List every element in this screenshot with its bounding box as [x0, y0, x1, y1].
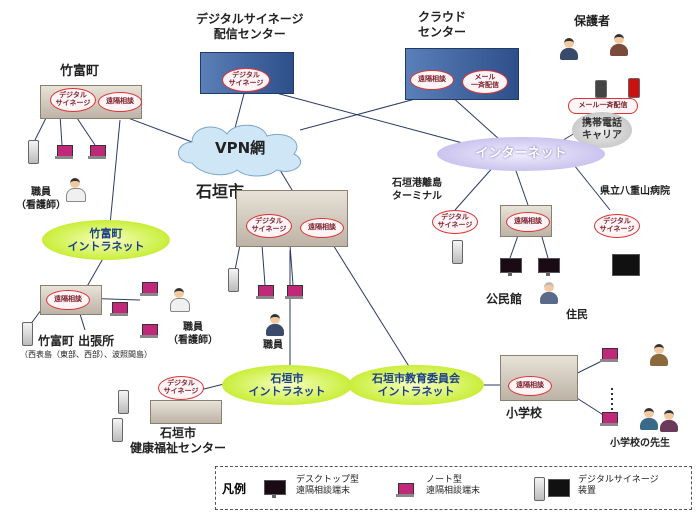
legend-title: 凡例 [222, 482, 247, 496]
taketomi-label: 竹富町 [60, 64, 100, 79]
line-taketomi-intranet [109, 119, 121, 226]
taketomi-branch-sub-label: （西表島（東部、西部）、波照間島） [20, 350, 152, 359]
line-ishigaki-edu [329, 239, 411, 369]
line-internet-hospital [569, 159, 611, 211]
tag-ishigaki-signage: デジタル サイネージ [246, 214, 292, 238]
staff-label: 職員 [263, 340, 283, 351]
welfare-center-label: 石垣市 健康福祉センター [130, 426, 227, 455]
tag-ishigaki-remote: 遠隔相談 [300, 218, 344, 238]
edu-intranet-label: 石垣市教育委員会 イントラネット [372, 371, 460, 398]
legend-bigscreen-icon [548, 479, 570, 497]
phone-device-2 [628, 78, 640, 98]
edu-intranet-ellipse: 石垣市教育委員会 イントラネット [348, 365, 484, 405]
line-signagecenter-vpn [234, 89, 246, 129]
ferry-terminal-label: 石垣港離島 ターミナル [392, 178, 442, 202]
teacher-person-1 [650, 344, 668, 366]
school-label: 小学校 [506, 406, 543, 420]
teacher-person-2 [640, 408, 658, 430]
line-cloud-internet [449, 94, 501, 141]
ishigaki-label: 石垣市 [196, 182, 245, 201]
vpn-label: VPN網 [215, 139, 266, 157]
staff-nurse-label-2: 職員 （看護師） [168, 322, 218, 346]
internet-ellipse: インターネット [437, 137, 605, 171]
taketomi-laptop-2 [88, 145, 106, 159]
tag-terminal-signage: デジタル サイネージ [432, 210, 478, 234]
hospital-signage-screen [612, 254, 640, 276]
teacher-person-3 [660, 410, 678, 432]
teacher-label: 小学校の先生 [610, 438, 670, 449]
ishigaki-intranet-ellipse: 石垣市 イントラネット [222, 365, 352, 405]
welfare-building [150, 400, 222, 424]
legend-desktop-text: デスクトップ型 遠隔相談端末 [296, 475, 360, 497]
guardian-person-1 [560, 38, 578, 60]
taketomi-branch-label: 竹富町 出張所 [38, 334, 115, 348]
staff-nurse-label-1: 職員 （看護師） [16, 187, 66, 211]
taketomi-signage-device [28, 140, 39, 164]
hall-desktop-2 [538, 258, 560, 276]
line-internet-hall [514, 167, 529, 206]
ishigaki-laptop-1 [256, 285, 274, 299]
legend-signage-icon [534, 477, 545, 501]
hall-desktop-1 [500, 258, 522, 276]
terminal-signage-device [452, 240, 463, 264]
phone-device-1 [595, 80, 607, 98]
tag-signage-center: デジタル サイネージ [222, 68, 270, 92]
tag-school-remote: 遠隔相談 [508, 376, 552, 396]
ishigaki-signage-device [228, 268, 239, 292]
branch-nurse [170, 288, 190, 312]
line-intranet-branch [84, 254, 106, 291]
cloud-center-label: クラウド センター [418, 10, 467, 39]
tag-taketomi-remote: 遠隔相談 [98, 92, 142, 112]
school-laptop-2 [600, 412, 618, 426]
branch-laptop-1 [140, 282, 158, 296]
tag-cloud-mail: メール 一斉配信 [462, 70, 508, 94]
internet-label: インターネット [475, 146, 567, 162]
legend-notebook-icon [396, 483, 414, 497]
guardian-person-2 [610, 34, 628, 56]
welfare-signage-1 [118, 390, 129, 414]
taketomi-laptop-1 [55, 145, 73, 159]
legend-notebook-text: ノート型 遠隔相談端末 [426, 475, 481, 497]
guardian-label: 保護者 [574, 14, 611, 28]
ishigaki-laptop-2 [285, 285, 303, 299]
vpn-cloud [178, 124, 301, 177]
digital-signage-center-label: デジタルサイネージ 配信センター [196, 12, 304, 41]
legend-desktop-icon [264, 480, 286, 498]
tag-cloud-remote: 遠隔相談 [410, 70, 454, 90]
branch-signage-device [22, 322, 33, 346]
legend: 凡例 デスクトップ型 遠隔相談端末 ノート型 遠隔相談端末 デジタルサイネージ … [215, 466, 692, 510]
carrier-label: 携帯電話 キャリア [582, 118, 622, 141]
school-laptop-1 [600, 348, 618, 362]
branch-laptop-3 [140, 324, 158, 338]
tag-branch-remote: 遠隔相談 [46, 290, 90, 310]
taketomi-nurse [66, 178, 86, 202]
taketomi-intranet-label: 竹富町 イントラネット [67, 226, 145, 253]
line-taketomi-vpn [119, 114, 201, 146]
resident-person [540, 282, 558, 304]
ishigaki-intranet-label: 石垣市 イントラネット [248, 371, 326, 398]
resident-label: 住民 [566, 308, 588, 321]
community-hall-label: 公民館 [486, 292, 523, 306]
tag-hall-remote: 遠隔相談 [506, 212, 550, 232]
line-internet-terminal [454, 164, 496, 211]
hospital-label: 県立八重山病院 [600, 186, 670, 197]
tag-hospital-signage: デジタル サイネージ [594, 214, 640, 238]
line-cloud-vpn [299, 94, 431, 131]
line-signagecenter-internet [264, 89, 471, 146]
branch-laptop-2 [110, 302, 128, 316]
taketomi-intranet-ellipse: 竹富町 イントラネット [42, 220, 170, 260]
welfare-signage-2 [112, 418, 123, 442]
ishigaki-staff [266, 314, 284, 336]
tag-welfare-signage: デジタル サイネージ [158, 376, 204, 400]
legend-signage-text: デジタルサイネージ 装置 [578, 475, 659, 497]
tag-taketomi-signage: デジタル サイネージ [50, 88, 96, 112]
